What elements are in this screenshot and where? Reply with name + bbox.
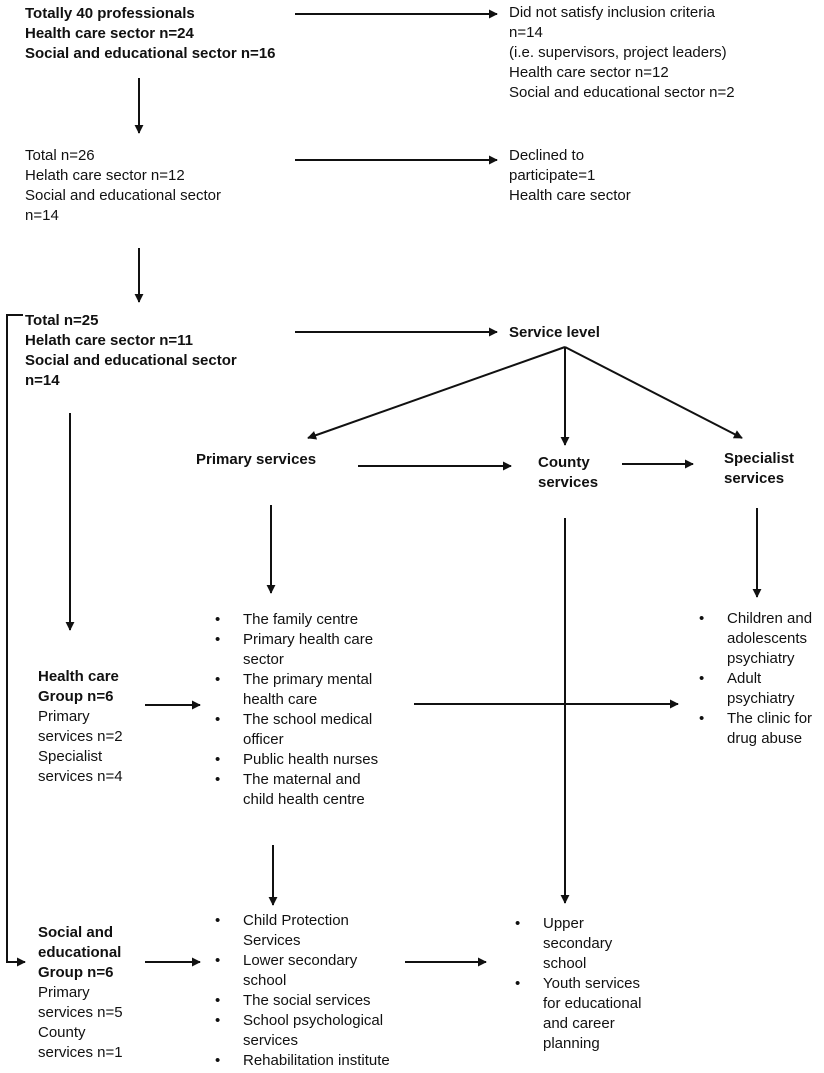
node-declined: Declined to participate=1 Health care se… [509,147,631,204]
list-item: Public health nurses [209,750,378,770]
list-item: Rehabilitation institute [209,1051,390,1071]
node-health-group: Health care Group n=6 Primary services n… [38,668,123,785]
arrow-total25-to-social-group [6,314,26,967]
node-total25: Total n=25 Helath care sector n=11 Socia… [25,312,237,389]
list-item: The family centre [209,610,378,630]
list-item: The social services [209,991,390,1011]
node-primary-services: Primary services [196,451,317,468]
node-service-level: Service level [509,324,600,341]
list-health-primary: The family centre Primary health caresec… [209,610,378,810]
node-social-group: Social and educational Group n=6 Primary… [38,924,123,1061]
node-specialist-services: Specialist services [724,450,795,487]
node-start: Totally 40 professionals Health care sec… [25,5,276,62]
arrow-service-to-specialist [564,346,743,439]
arrow-service-to-primary [307,346,566,440]
node-county-services: County services [538,454,599,491]
node-excluded: Did not satisfy inclusion criteria n=14 … [509,4,735,101]
node-total26: Total n=26 Helath care sector n=12 Socia… [25,147,221,224]
